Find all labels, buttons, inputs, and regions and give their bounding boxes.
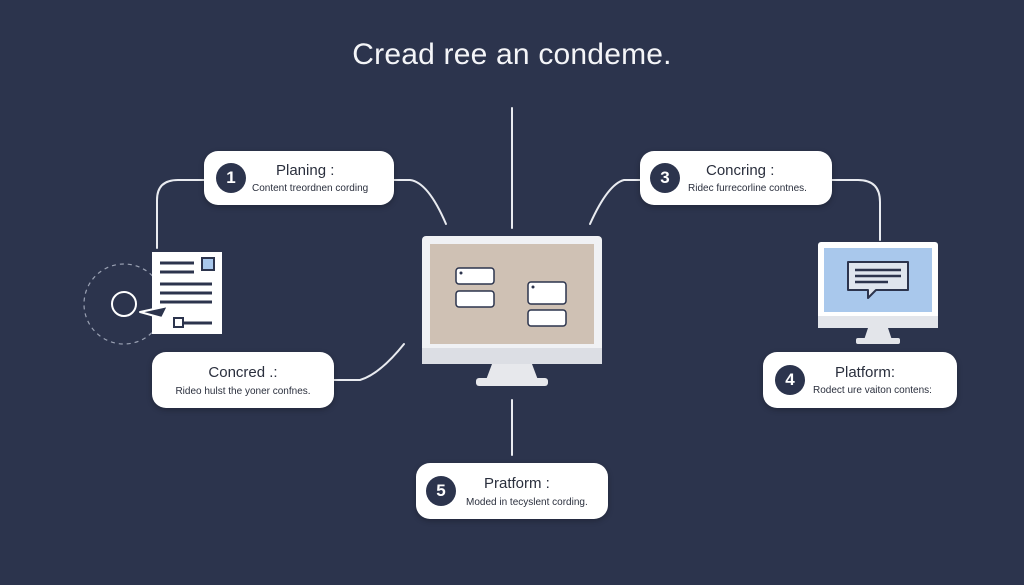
- window-widget: [455, 267, 495, 285]
- step-3-title: Concring :: [706, 162, 775, 179]
- step-4-card[interactable]: 4 Platform: Rodect ure vaiton contens:: [763, 352, 957, 408]
- right-monitor-icon: [818, 242, 938, 344]
- window-widget: [455, 290, 495, 308]
- step-4-description: Rodect ure vaiton contens:: [813, 385, 932, 396]
- connector-step1-right: [393, 179, 447, 225]
- center-monitor-icon: [422, 236, 602, 386]
- connector-step3-right: [831, 179, 881, 241]
- step-1-title: Planing :: [276, 162, 335, 179]
- connector-step3-left: [589, 179, 641, 225]
- step-5-title: Pratform :: [484, 475, 550, 492]
- step-3-description: Ridec furrecorline contnes.: [688, 183, 807, 194]
- cursor-icon: [111, 291, 169, 319]
- step-1-card[interactable]: 1 Planing : Content treordnen cording: [204, 151, 394, 205]
- step-5-card[interactable]: 5 Pratform : Moded in tecyslent cording.: [416, 463, 608, 519]
- window-widget: [527, 281, 567, 305]
- connector-step1-left: [156, 179, 205, 249]
- step-2-description: Rideo hulst the yoner confnes.: [175, 386, 311, 397]
- connector-step2-right: [333, 343, 405, 381]
- window-widget: [527, 309, 567, 327]
- step-4-badge: 4: [775, 365, 805, 395]
- diagram-title: Cread ree an condeme.: [352, 38, 672, 71]
- step-3-badge: 3: [650, 163, 680, 193]
- step-1-description: Content treordnen cording: [252, 183, 369, 194]
- message-icon: [847, 261, 909, 299]
- step-5-description: Moded in tecyslent cording.: [466, 497, 588, 508]
- step-5-badge: 5: [426, 476, 456, 506]
- step-3-card[interactable]: 3 Concring : Ridec furrecorline contnes.: [640, 151, 832, 205]
- step-1-badge: 1: [216, 163, 246, 193]
- document-icon: [152, 252, 222, 334]
- step-2-title: Concred .:: [208, 364, 278, 381]
- step-4-title: Platform:: [835, 364, 896, 381]
- step-2-card[interactable]: Concred .: Rideo hulst the yoner confnes…: [152, 352, 334, 408]
